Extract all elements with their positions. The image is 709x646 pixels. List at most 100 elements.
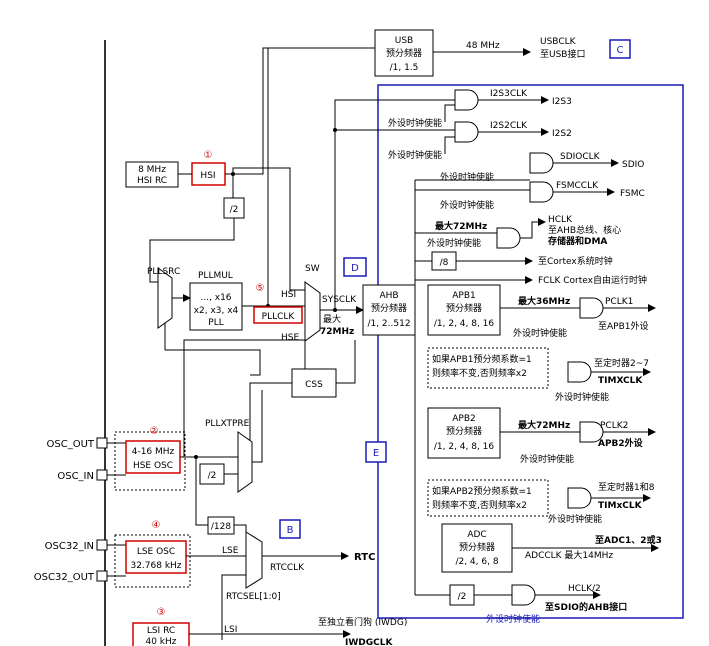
marker-1: ① bbox=[204, 150, 213, 161]
marker-c: C bbox=[617, 45, 624, 56]
apb1-label3: /1, 2, 4, 8, 16 bbox=[434, 319, 495, 329]
pclk1-label: PCLK1 bbox=[605, 297, 633, 307]
cortex-label: 至Cortex系统时钟 bbox=[538, 255, 613, 267]
lse-label1: LSE OSC bbox=[137, 547, 175, 557]
osc-out-label: OSC_OUT bbox=[47, 439, 95, 450]
iwdg-note: 至独立看门狗 (IWDG) bbox=[318, 616, 407, 628]
marker-b-box bbox=[279, 519, 301, 539]
i2s2-label: I2S2 bbox=[552, 129, 572, 139]
sdio-div2-label: /2 bbox=[458, 592, 467, 602]
pllclk-label: PLLCLK bbox=[262, 312, 296, 322]
fsmc-label: FSMC bbox=[620, 189, 645, 199]
sdio-ahb-gate bbox=[511, 584, 536, 606]
rtc-label: RTC bbox=[354, 552, 375, 563]
fsmcclk-label: FSMCCLK bbox=[556, 181, 599, 191]
hclk-dest1: 至AHB总线、核心 bbox=[548, 224, 621, 236]
hclk2-label: HCLK/2 bbox=[568, 584, 601, 594]
usb-label1: USB bbox=[395, 36, 413, 46]
pllclk-box bbox=[253, 306, 303, 324]
timxclk2-label: TIMxCLK bbox=[598, 501, 643, 511]
hsi-label: HSI bbox=[200, 171, 215, 181]
apb2-prescaler-block bbox=[427, 407, 501, 459]
sdio-gate bbox=[529, 152, 554, 174]
marker-5: ⑤ bbox=[256, 283, 265, 294]
pllxtpre-label: PLLXTPRE bbox=[205, 419, 250, 429]
hclk-gate bbox=[496, 227, 521, 249]
pllsrc-mux bbox=[157, 267, 173, 329]
apb1-note1: 如果APB1预分频系数=1 bbox=[432, 353, 532, 365]
apb2-label3: /1, 2, 4, 8, 16 bbox=[434, 442, 495, 452]
hsirc-label2: HSI RC bbox=[137, 176, 167, 186]
apb1-label2: 预分频器 bbox=[446, 302, 482, 314]
pll-label3: PLL bbox=[208, 318, 223, 328]
sdio-ahb-enable-label: 外设时钟使能 bbox=[486, 613, 540, 625]
usb-freq: 48 MHz bbox=[466, 41, 500, 51]
rtcclk-label: RTCCLK bbox=[270, 563, 305, 573]
fsmc-enable-label: 外设时钟使能 bbox=[440, 199, 494, 211]
i2s2-enable-label: 外设时钟使能 bbox=[388, 149, 442, 161]
i2s3-gate bbox=[454, 89, 479, 111]
usb-prescaler-block bbox=[374, 29, 434, 77]
osc-out-pin bbox=[96, 437, 108, 449]
usb-label3: /1, 1.5 bbox=[390, 63, 419, 73]
iwdgclk-label: IWDGCLK bbox=[345, 638, 393, 646]
ahb-label1: AHB bbox=[379, 291, 398, 301]
rtcsel-mux bbox=[245, 531, 263, 589]
pclk1-enable-label: 外设时钟使能 bbox=[513, 327, 567, 339]
sdio-label: SDIO bbox=[622, 160, 644, 170]
lsi-rc-block bbox=[132, 622, 190, 646]
lse-pin-region bbox=[114, 534, 191, 588]
apb1-note-box bbox=[427, 347, 549, 389]
sw-label: SW bbox=[305, 264, 320, 274]
i2s3-label: I2S3 bbox=[552, 97, 572, 107]
apb1-max-label: 最大36MHz bbox=[518, 295, 570, 307]
apb2-max-label: 最大72MHz bbox=[518, 419, 570, 431]
pll-label2: x2, x3, x4 bbox=[194, 306, 239, 316]
sw-hse-label: HSE bbox=[281, 333, 299, 343]
usb-dest: 至USB接口 bbox=[540, 48, 585, 60]
cortex-div8-label: /8 bbox=[440, 258, 449, 268]
apb1-label1: APB1 bbox=[452, 291, 475, 301]
tim27-label: 至定时器2~7 bbox=[594, 357, 649, 369]
sysclk-label: SYSCLK bbox=[322, 295, 357, 305]
lsi-label2: 40 kHz bbox=[145, 637, 176, 646]
tim18-label: 至定时器1和8 bbox=[598, 481, 655, 493]
adc-label1: ADC bbox=[467, 530, 486, 540]
marker-2: ② bbox=[150, 426, 159, 437]
region-e-box bbox=[377, 84, 684, 619]
fclk-label: FCLK Cortex自由运行时钟 bbox=[538, 274, 647, 286]
apb2-note2: 则频率不变,否则频率x2 bbox=[432, 499, 527, 511]
fsmc-gate bbox=[529, 181, 554, 203]
adc-label2: 预分频器 bbox=[459, 541, 495, 553]
sdio-ahb-dest: 至SDIO的AHB接口 bbox=[545, 601, 627, 613]
lsi-label1: LSI RC bbox=[147, 626, 175, 636]
marker-d: D bbox=[351, 263, 359, 274]
adc-dest: 至ADC1、2或3 bbox=[595, 534, 662, 546]
lse-label2: 32.768 kHz bbox=[130, 561, 181, 571]
usbclk-label: USBCLK bbox=[540, 37, 577, 47]
ahb-label2: 预分频器 bbox=[371, 302, 407, 314]
timx-enable-label: 外设时钟使能 bbox=[555, 391, 609, 403]
lse-osc-block bbox=[125, 540, 187, 574]
max72-label2: 72MHz bbox=[320, 327, 354, 337]
hclk-label: HCLK bbox=[548, 215, 573, 225]
osc-in-label: OSC_IN bbox=[57, 471, 94, 482]
hsirc-label1: 8 MHz bbox=[138, 165, 166, 175]
pll-block bbox=[189, 282, 243, 331]
marker-e-box bbox=[365, 441, 387, 463]
pclk1-dest: 至APB1外设 bbox=[598, 320, 649, 332]
ahb-label3: /1, 2..512 bbox=[367, 319, 410, 329]
marker-e: E bbox=[373, 448, 379, 459]
marker-d-box bbox=[343, 257, 367, 277]
hse-osc-block bbox=[125, 440, 181, 474]
marker-4: ④ bbox=[152, 520, 161, 531]
hsi-div2-label: /2 bbox=[230, 205, 239, 215]
timx-gate bbox=[567, 361, 592, 383]
apb2-note1: 如果APB2预分频系数=1 bbox=[432, 485, 532, 497]
adcclk-label: ADCCLK 最大14MHz bbox=[525, 549, 613, 561]
osc32-out-pin bbox=[96, 570, 108, 582]
pllmul-label: PLLMUL bbox=[198, 271, 233, 281]
lsi-label: LSI bbox=[224, 625, 237, 635]
osc-in-pin bbox=[96, 469, 108, 481]
